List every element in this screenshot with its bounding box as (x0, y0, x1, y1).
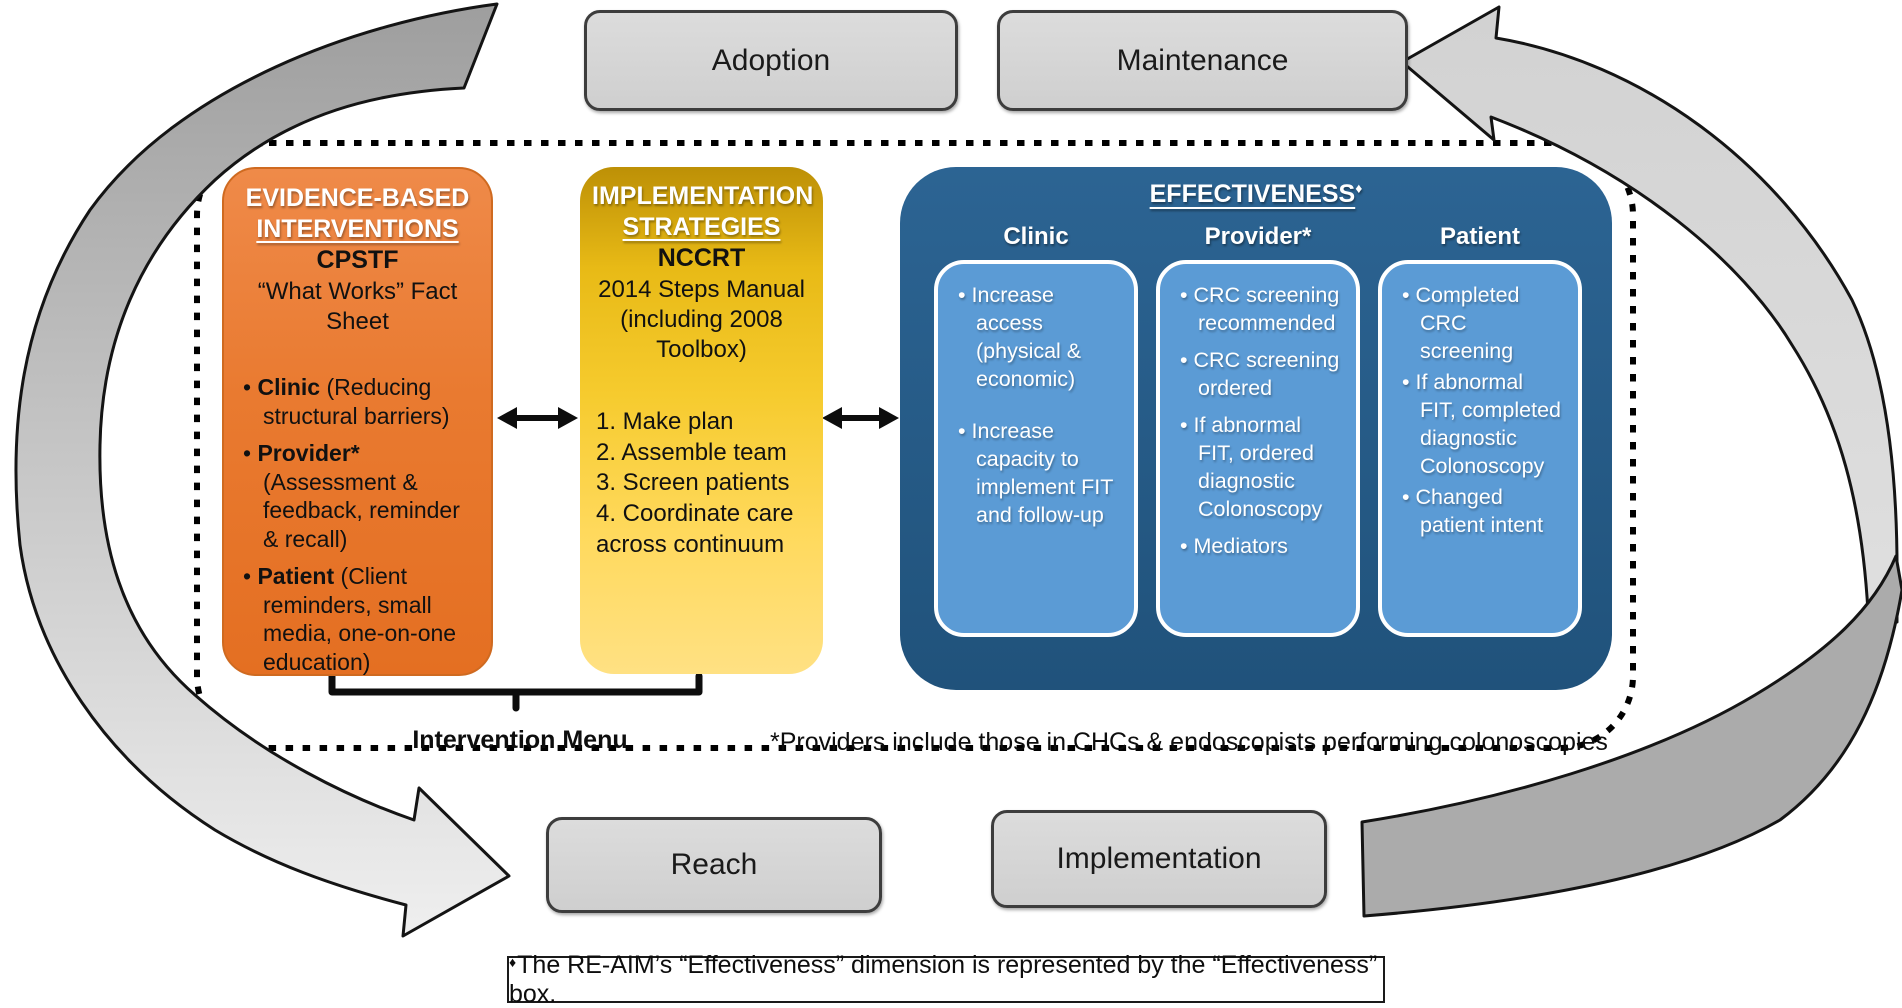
implementation-label: Implementation (1056, 842, 1262, 875)
clinic-item: Increase capacity to implement FIT and f… (958, 418, 1120, 530)
clinic-item-list: Increase access (physical & economic) In… (958, 282, 1120, 530)
adoption-box: Adoption (584, 10, 958, 111)
ebi-title: EVIDENCE-BASED INTERVENTIONS (237, 183, 478, 244)
effectiveness-box: EFFECTIVENESS♦ Clinic Provider* Patient … (900, 167, 1612, 690)
evidence-based-interventions-box: EVIDENCE-BASED INTERVENTIONS CPSTF “What… (222, 167, 493, 676)
implementation-box: Implementation (991, 810, 1327, 908)
ebi-bullet-provider: Provider* (Assessment & feedback, remind… (243, 439, 478, 553)
effectiveness-footnote-box: ♦The RE-AIM’s “Effectiveness” dimension … (507, 951, 1385, 1008)
effectiveness-header-provider: Provider* (1204, 223, 1312, 250)
footnote-text: ♦The RE-AIM’s “Effectiveness” dimension … (509, 950, 1378, 1008)
maintenance-label: Maintenance (1116, 43, 1289, 77)
strategy-step: 1. Make plan (596, 408, 734, 435)
clinic-item: Increase access (physical & economic) (958, 282, 1120, 394)
dotted-boundary (194, 140, 1636, 751)
strategy-step: 2. Assemble team (596, 438, 787, 466)
cycle-arrow-left (14, 2, 511, 938)
reach-label: Reach (670, 848, 758, 881)
maintenance-box: Maintenance (997, 10, 1408, 111)
patient-item: If abnormal FIT, completed diagnostic Co… (1402, 369, 1564, 481)
ebi-bullet-list: Clinic (Reducing structural barriers) Pr… (237, 373, 478, 676)
patient-item: Changed patient intent (1402, 484, 1564, 540)
patient-item: Completed CRC screening (1402, 282, 1564, 366)
provider-item: CRC screening recommended (1180, 282, 1342, 338)
intervention-menu-label: Intervention Menu (412, 726, 628, 754)
provider-card: CRC screening recommended CRC screening … (1156, 260, 1360, 637)
ebi-bullet-patient: Patient (Client reminders, small media, … (243, 562, 478, 676)
strategies-title-line1: IMPLEMENTATION (592, 182, 814, 210)
provider-footnote: *Providers include those in CHCs & endos… (770, 728, 1608, 756)
provider-item: CRC screening ordered (1180, 347, 1342, 403)
effectiveness-title: EFFECTIVENESS♦ (1149, 180, 1363, 208)
provider-item: Mediators (1180, 533, 1342, 561)
ebi-title-line2: INTERVENTIONS (256, 214, 459, 243)
effectiveness-diamond-marker: ♦ (1355, 180, 1363, 196)
double-arrow-strategies-effectiveness (822, 407, 899, 429)
provider-item-list: CRC screening recommended CRC screening … (1180, 282, 1342, 560)
effectiveness-cards: Increase access (physical & economic) In… (934, 260, 1582, 637)
ebi-title-line1: EVIDENCE-BASED (245, 184, 470, 212)
strategies-org: NCCRT (657, 244, 746, 272)
strategy-step: 3. Screen patients (596, 469, 790, 497)
double-arrow-ebi-strategies (497, 407, 578, 429)
patient-item-list: Completed CRC screening If abnormal FIT,… (1402, 282, 1564, 539)
strategies-title-line2: STRATEGIES (622, 212, 781, 241)
effectiveness-column-headers: Clinic Provider* Patient (934, 223, 1582, 251)
provider-item: If abnormal FIT, ordered diagnostic Colo… (1180, 412, 1342, 524)
ebi-org-detail: “What Works” Fact Sheet (257, 278, 458, 335)
ebi-org: CPSTF (316, 246, 399, 274)
strategies-title: IMPLEMENTATION STRATEGIES (592, 181, 814, 242)
ebi-bullet-clinic: Clinic (Reducing structural barriers) (243, 373, 478, 430)
strategies-step-list: 1. Make plan 2. Assemble team 3. Screen … (592, 407, 811, 561)
implementation-strategies-box: IMPLEMENTATION STRATEGIES NCCRT 2014 Ste… (580, 167, 823, 674)
clinic-card: Increase access (physical & economic) In… (934, 260, 1138, 637)
effectiveness-header-clinic: Clinic (1003, 223, 1069, 250)
reach-box: Reach (546, 817, 882, 913)
strategies-org-detail: 2014 Steps Manual (including 2008 Toolbo… (598, 276, 805, 363)
effectiveness-header-patient: Patient (1439, 223, 1520, 250)
strategy-step: 4. Coordinate care across continuum (596, 500, 794, 558)
footnote-diamond-marker: ♦ (509, 953, 517, 970)
adoption-label: Adoption (711, 43, 831, 77)
patient-card: Completed CRC screening If abnormal FIT,… (1378, 260, 1582, 637)
